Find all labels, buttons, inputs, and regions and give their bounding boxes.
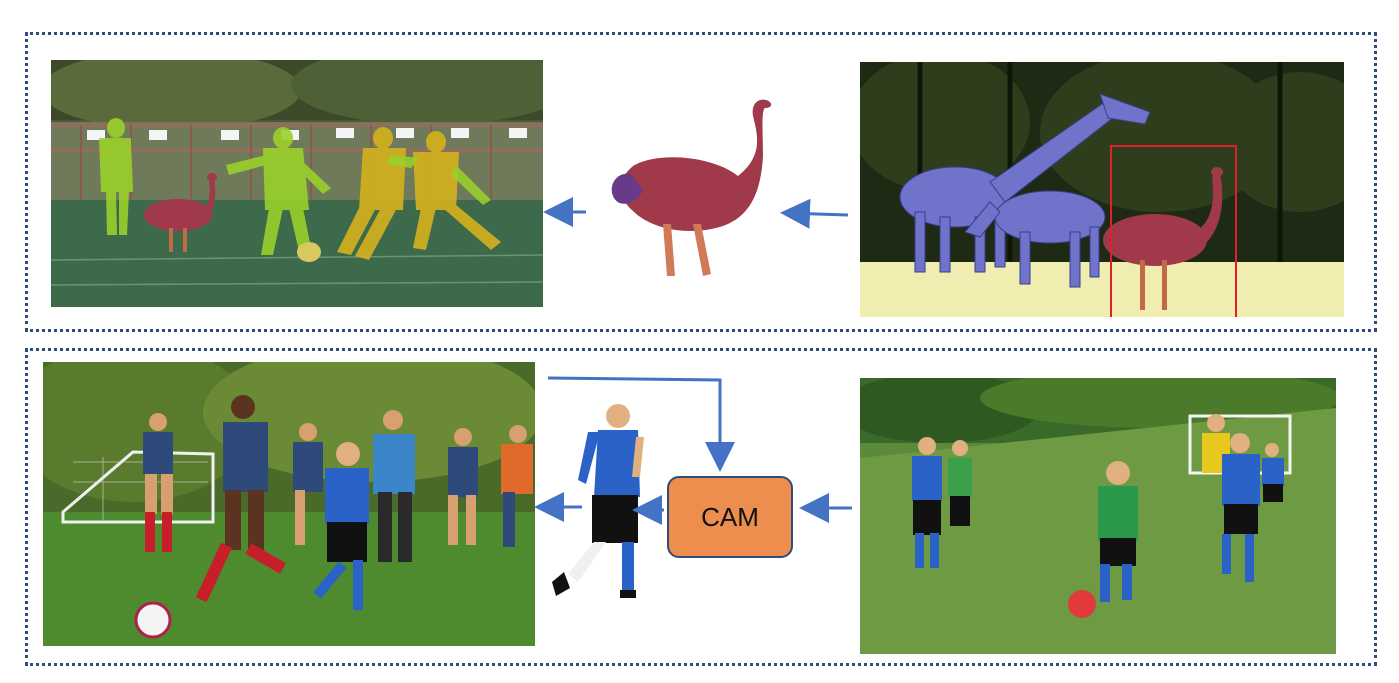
kids-soccer-source-icon — [860, 378, 1336, 654]
boy-player-cutout-icon — [548, 402, 648, 600]
top-panel — [25, 32, 1377, 332]
giraffes-and-ostrich-with-bbox-icon — [860, 62, 1344, 317]
soccer-players-augmented-icon — [43, 362, 535, 646]
cam-label: CAM — [701, 501, 759, 532]
cam-module: CAM — [667, 476, 793, 558]
ostrich-cutout-icon — [603, 96, 775, 280]
soccer-players-with-pasted-ostrich-icon — [51, 60, 543, 307]
bottom-panel — [25, 348, 1377, 666]
